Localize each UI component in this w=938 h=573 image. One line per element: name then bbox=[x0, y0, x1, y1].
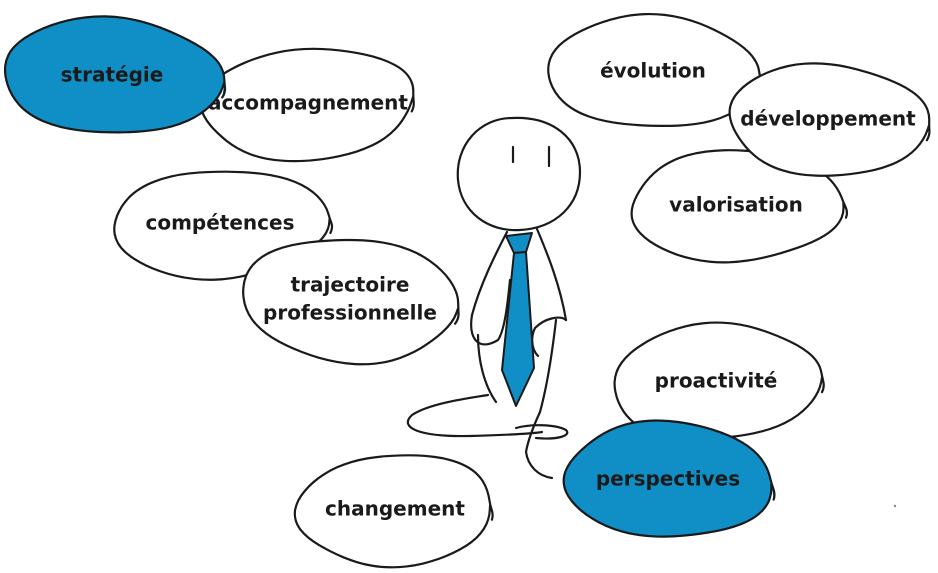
bubble-label-competences: compétences bbox=[145, 211, 294, 235]
stick-figure-with-tie-icon bbox=[406, 116, 582, 480]
bubble-proactivite bbox=[613, 321, 825, 441]
bubble-shape-changement bbox=[293, 454, 494, 569]
bubble-label-accompagnement: accompagnement bbox=[208, 91, 408, 115]
bubble-shape-evolution bbox=[547, 12, 763, 128]
figure-left-shoulder bbox=[470, 230, 509, 317]
figure-left-arm bbox=[470, 278, 512, 346]
figure-head bbox=[456, 116, 582, 232]
bubble-strategie bbox=[3, 15, 227, 134]
bubble-label-evolution: évolution bbox=[600, 59, 706, 83]
stray-dot bbox=[893, 504, 897, 508]
bubble-shape-perspectives bbox=[562, 419, 776, 538]
figure-left-leg bbox=[406, 393, 544, 438]
bubble-label-perspectives: perspectives bbox=[596, 467, 740, 491]
bubble-shape-developpement bbox=[728, 62, 931, 177]
figure-right-shoulder bbox=[535, 227, 568, 322]
bubble-label-trajectoire-1: trajectoire bbox=[291, 273, 410, 297]
bubble-shape-trajectoire bbox=[242, 238, 460, 366]
bubble-changement bbox=[293, 454, 494, 569]
figure-right-arm bbox=[531, 316, 568, 358]
figure-torso-left bbox=[476, 333, 498, 404]
bubble-label-valorisation: valorisation bbox=[669, 193, 803, 217]
bubble-shape-strategie bbox=[3, 15, 227, 134]
figure-torso-right bbox=[538, 318, 558, 414]
figure-tie-blade bbox=[501, 251, 535, 407]
word-bubbles: accompagnement stratégie compétences trajec… bbox=[3, 12, 931, 569]
bubble-trajectoire bbox=[242, 238, 460, 366]
bubble-developpement bbox=[728, 62, 931, 177]
figure-tie-knot bbox=[505, 232, 533, 254]
bubble-label-developpement: développement bbox=[740, 107, 916, 131]
bubble-label-trajectoire-2: professionnelle bbox=[263, 301, 437, 325]
bubble-label-proactivite: proactivité bbox=[655, 369, 778, 393]
bubble-evolution bbox=[547, 12, 763, 128]
bubble-perspectives bbox=[562, 419, 776, 538]
bubble-label-changement: changement bbox=[325, 497, 465, 521]
bubble-label-strategie: stratégie bbox=[61, 63, 164, 87]
figure-right-leg bbox=[524, 410, 554, 480]
bubble-shape-proactivite bbox=[613, 321, 825, 441]
figure-left-foot bbox=[514, 424, 569, 440]
